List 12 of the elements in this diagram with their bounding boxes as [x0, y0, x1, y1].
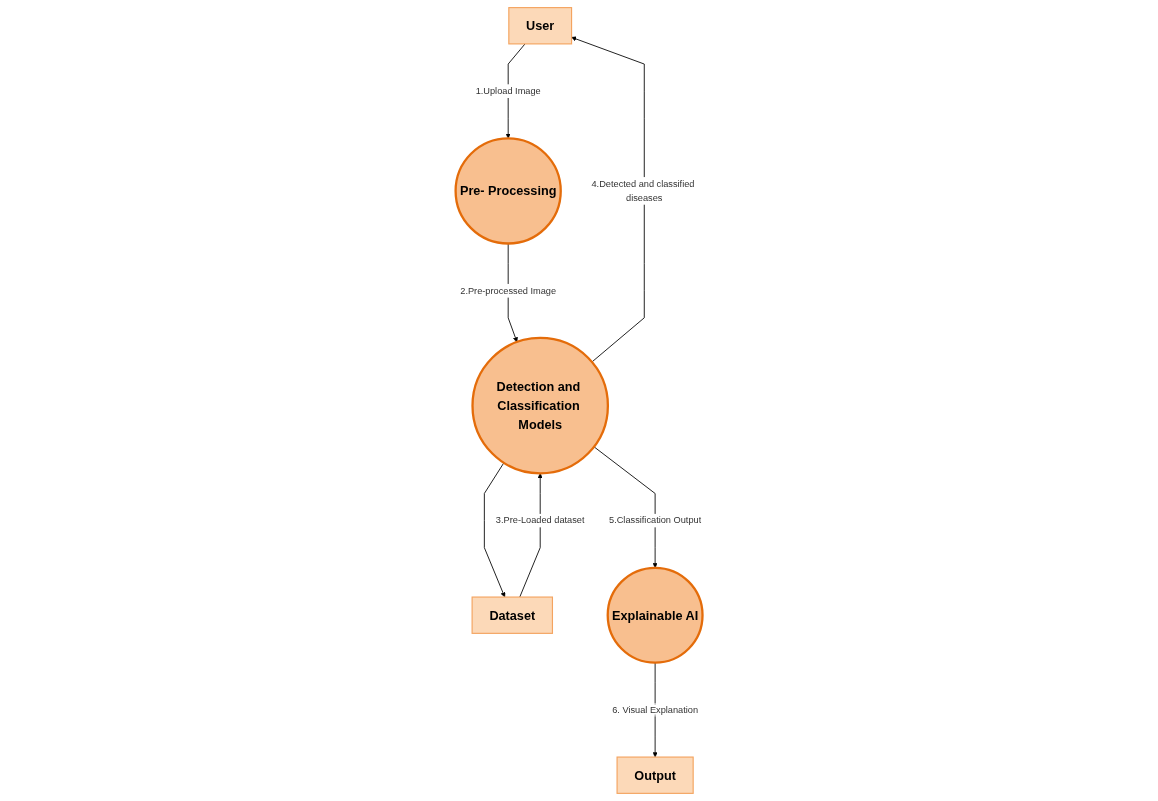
node-circle: Detection and Classification Models: [471, 336, 609, 475]
node-circle: Explainable AI: [606, 566, 704, 664]
edge-label: 5.Classification Output: [608, 515, 702, 526]
node-circle: Pre- Processing: [454, 137, 562, 245]
edge-label: 6. Visual Explanation: [612, 704, 699, 715]
node-box: Dataset: [471, 596, 553, 634]
edge-label: 2.Pre-processed Image: [460, 285, 557, 296]
edge-label: 1.Upload Image: [475, 85, 541, 96]
node-box: Output: [616, 756, 694, 794]
node-box: User: [508, 7, 573, 45]
edge-label: 3.Pre-Loaded dataset: [495, 515, 585, 526]
edge-label: 4.Detected and classified diseases: [591, 178, 695, 203]
